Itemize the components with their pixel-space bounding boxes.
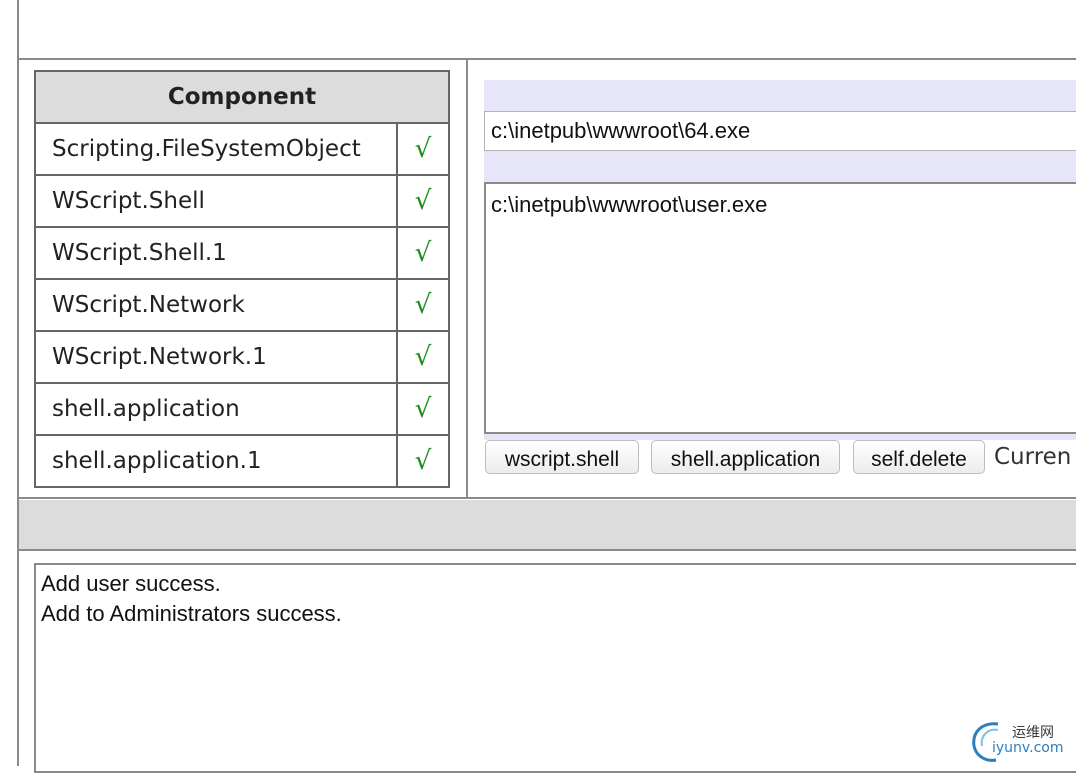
column-divider (466, 60, 468, 498)
arguments-textarea[interactable]: c:\inetpub\wwwroot\user.exe (484, 182, 1076, 434)
left-border (17, 0, 19, 766)
check-icon: √ (396, 330, 450, 384)
check-icon: √ (396, 278, 450, 332)
check-icon: √ (396, 174, 450, 228)
program-path-input[interactable]: c:\inetpub\wwwroot\64.exe (484, 111, 1076, 151)
component-name: Scripting.FileSystemObject (34, 122, 398, 176)
check-icon: √ (396, 226, 450, 280)
program-label-bar (484, 80, 1076, 111)
output-line: Add user success. (41, 571, 221, 596)
band-bottom-divider (17, 549, 1076, 551)
component-table-header-row: Component (34, 70, 450, 124)
component-name: WScript.Network.1 (34, 330, 398, 384)
current-directory-label: Curren (994, 444, 1072, 470)
arguments-label-bar (484, 151, 1076, 182)
wscript-shell-button[interactable]: wscript.shell (485, 440, 639, 474)
component-table: Component Scripting.FileSystemObject √ W… (34, 70, 450, 488)
table-row: WScript.Shell √ (34, 174, 450, 228)
button-row-bar (484, 434, 1076, 440)
component-name: WScript.Shell.1 (34, 226, 398, 280)
table-row: shell.application.1 √ (34, 434, 450, 488)
table-row: WScript.Network.1 √ (34, 330, 450, 384)
status-band (19, 500, 1076, 549)
table-row: shell.application √ (34, 382, 450, 436)
top-empty-area (19, 0, 1076, 58)
component-name: shell.application (34, 382, 398, 436)
band-top-divider (17, 497, 1076, 499)
table-row: Scripting.FileSystemObject √ (34, 122, 450, 176)
table-row: WScript.Network √ (34, 278, 450, 332)
watermark-cn: 运维网 (1012, 725, 1054, 741)
check-icon: √ (396, 382, 450, 436)
output-line: Add to Administrators success. (41, 601, 342, 626)
self-delete-button[interactable]: self.delete (853, 440, 985, 474)
output-textarea[interactable]: Add user success. Add to Administrators … (34, 563, 1076, 773)
component-header: Component (34, 70, 450, 124)
component-name: WScript.Shell (34, 174, 398, 228)
shell-application-button[interactable]: shell.application (651, 440, 840, 474)
table-row: WScript.Shell.1 √ (34, 226, 450, 280)
watermark-swirl-icon (972, 722, 999, 762)
button-row: wscript.shell shell.application self.del… (484, 440, 1076, 476)
top-divider (17, 58, 1076, 60)
check-icon: √ (396, 434, 450, 488)
component-name: WScript.Network (34, 278, 398, 332)
watermark-en: iyunv.com (992, 740, 1064, 756)
check-icon: √ (396, 122, 450, 176)
watermark-logo: 运维网 iyunv.com (968, 718, 1074, 764)
component-name: shell.application.1 (34, 434, 398, 488)
